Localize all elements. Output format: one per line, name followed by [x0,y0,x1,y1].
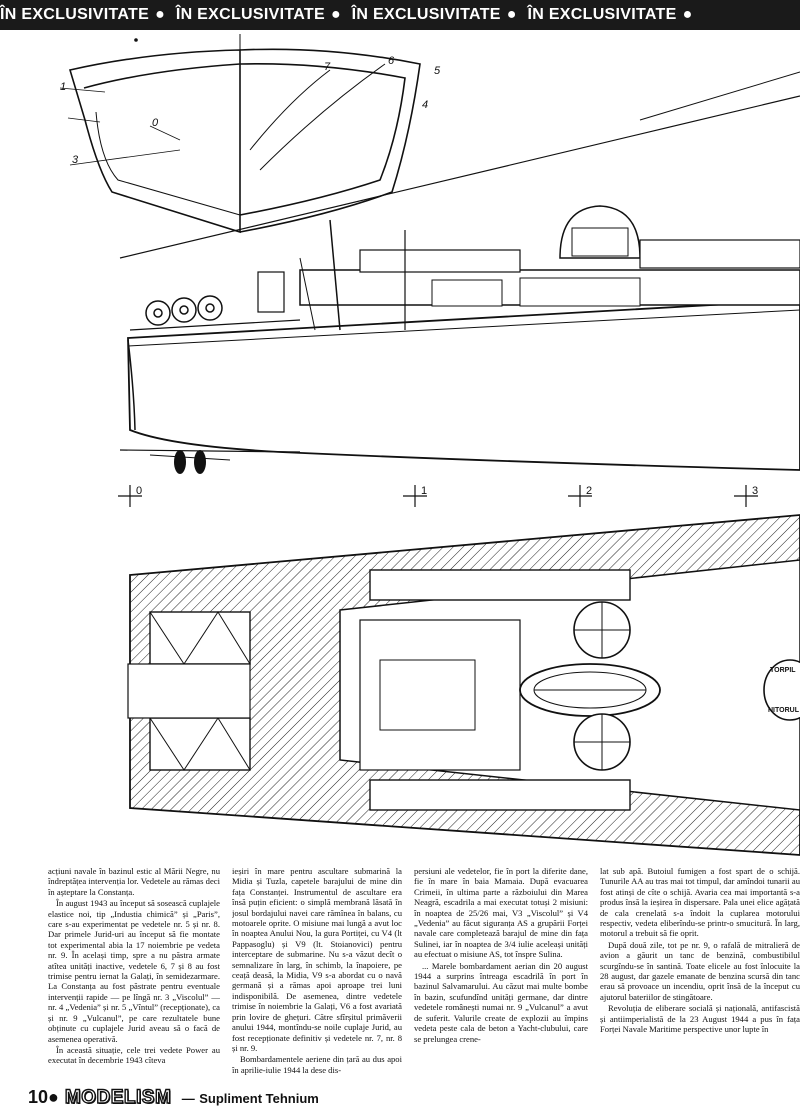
section-labels: 1 0 1 3 7 6 5 4 [60,55,441,166]
page-footer: 10●MODELISM — Supliment Tehnium [28,1085,319,1109]
station-label: 1 [421,485,427,497]
bullet-icon: ● [155,6,166,23]
paragraph: În august 1943 au început să sosească cu… [48,898,220,1044]
page-number: 10 [28,1087,49,1107]
bullet-icon: ● [506,6,517,23]
propeller-icon [174,450,206,474]
section-label: 7 [324,61,331,73]
paragraph: ieșiri în mare pentru ascultare submarin… [232,866,402,1053]
paragraph: După două zile, tot pe nr. 9, o rafală d… [600,939,800,1002]
banner-item: ÎN EXCLUSIVITATE [351,6,501,23]
paragraph: Revoluția de eliberare socială și națion… [600,1003,800,1035]
text-column-3: persiuni ale vedetelor, fie în port la d… [414,866,588,1076]
paragraph: persiuni ale vedetelor, fie în port la d… [414,866,588,960]
paragraph: lat sub apă. Butoiul fumigen a fost spar… [600,866,800,939]
lifebuoy-text: TORPIL NITORUL [768,667,800,714]
station-label: 2 [586,485,592,497]
footer-dash: — [181,1091,195,1106]
text-column-1: acțiuni navale în bazinul estic al Mării… [48,866,220,1076]
station-label: 3 [752,485,758,497]
section-label: 5 [434,65,441,77]
station-label: 0 [136,485,142,497]
section-label: 4 [422,99,428,111]
station-markers [118,485,758,507]
paragraph: În această situație, cele trei vedete Po… [48,1044,220,1066]
text-column-4: lat sub apă. Butoiul fumigen a fost spar… [600,866,800,1076]
boat-technical-drawing: 1 0 1 3 7 6 5 4 [59,34,800,856]
paragraph: acțiuni navale în bazinul estic al Mării… [48,866,220,897]
supplement-title: Supliment Tehnium [199,1091,319,1106]
paragraph: Bombardamentele aeriene din țară au dus … [232,1054,402,1075]
side-profile-view [119,71,800,471]
text-column-2: ieșiri în mare pentru ascultare submarin… [232,866,402,1076]
lifebuoy-label: TORPIL [770,667,796,674]
banner-item: ÎN EXCLUSIVITATE [0,6,150,23]
banner-item: ÎN EXCLUSIVITATE [175,6,325,23]
bullet-icon: ● [682,6,693,23]
magazine-title: MODELISM [64,1086,172,1108]
section-label: 6 [388,55,395,67]
article-body: acțiuni navale în bazinul estic al Mării… [48,866,800,1076]
section-label: 1 [60,81,66,93]
paragraph: ... Marele bombardament aerian din 20 au… [414,960,588,1044]
section-label: 0 [152,117,159,129]
section-label: 3 [72,154,79,166]
bullet-icon: ● [330,6,341,23]
deck-plan-view [127,514,800,856]
hull-section-view [59,34,421,234]
bullet-icon: ● [48,1087,59,1107]
top-banner: ÎN EXCLUSIVITATE ● ÎN EXCLUSIVITATE ● ÎN E… [0,0,800,30]
station-labels: 0 1 2 3 [136,485,758,497]
wheels-row [145,295,223,326]
lifebuoy-label: NITORUL [768,707,800,714]
banner-item: ÎN EXCLUSIVITATE [527,6,677,23]
